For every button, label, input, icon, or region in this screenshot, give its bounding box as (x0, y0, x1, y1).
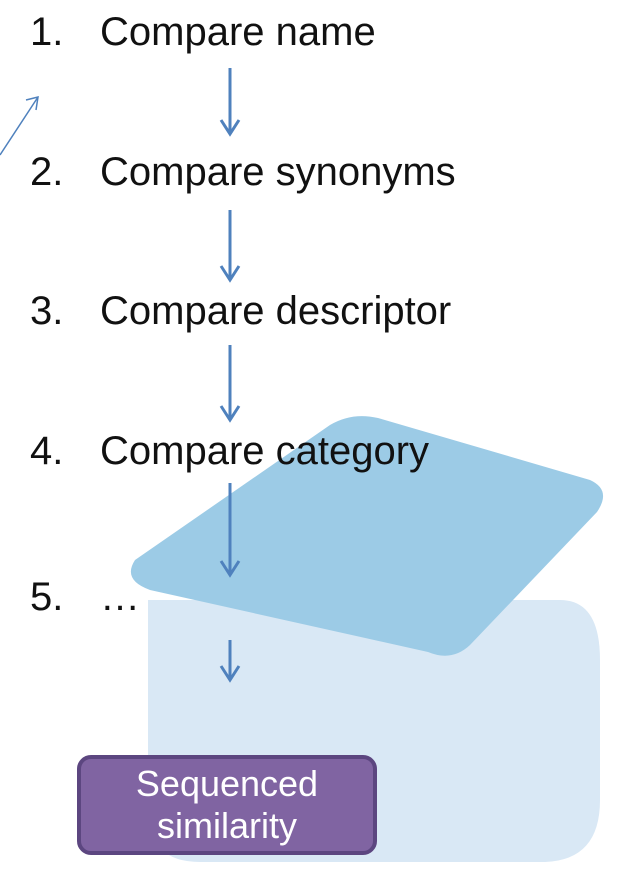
step-4-label: Compare category (100, 429, 430, 473)
step-1-number: 1. (30, 10, 64, 54)
step-5: 5. … (30, 573, 140, 621)
flow-arrow-3-4 (219, 345, 241, 423)
result-line-2: similarity (157, 805, 297, 846)
step-5-label: … (100, 575, 140, 619)
step-4: 4. Compare category (30, 427, 429, 475)
step-2-label: Compare synonyms (100, 150, 456, 194)
step-4-number: 4. (30, 429, 64, 473)
result-line-1: Sequenced (135, 763, 319, 804)
diagonal-pointer-arrow (0, 96, 39, 156)
step-3-number: 3. (30, 289, 64, 333)
step-1-label: Compare name (100, 10, 376, 54)
step-5-number: 5. (30, 575, 64, 619)
step-3-label: Compare descriptor (100, 289, 452, 333)
step-3: 3. Compare descriptor (30, 287, 451, 335)
cube-top-shape (130, 416, 604, 656)
diagonal-pointer-arrowhead (25, 95, 39, 111)
flow-arrow-1-2 (219, 68, 241, 137)
flow-arrow-4-5 (219, 483, 241, 578)
step-2: 2. Compare synonyms (30, 148, 456, 196)
flow-arrow-5-result (219, 640, 241, 683)
result-box: Sequenced similarity (77, 755, 377, 855)
step-1: 1. Compare name (30, 8, 376, 56)
step-2-number: 2. (30, 150, 64, 194)
flow-arrow-2-3 (219, 210, 241, 283)
